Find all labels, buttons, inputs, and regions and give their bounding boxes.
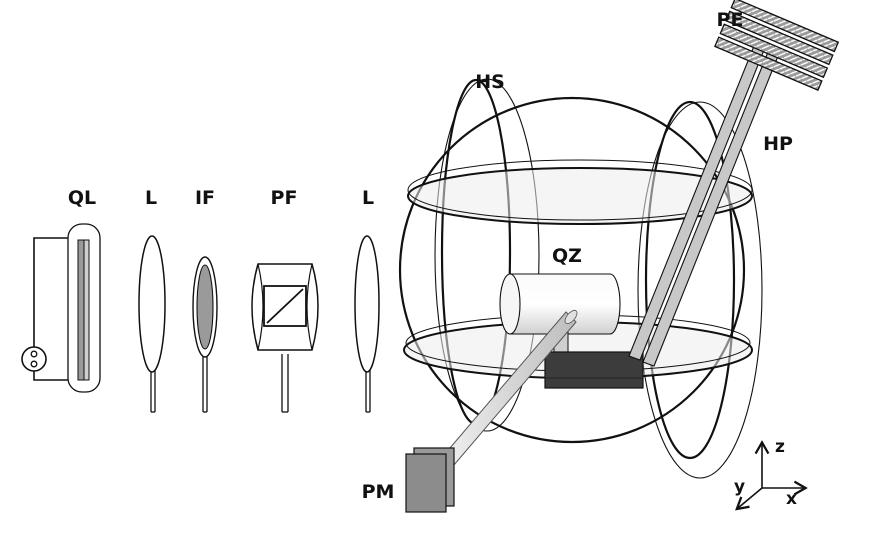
label-pe: PE <box>717 9 744 31</box>
quartz-lamp <box>21 223 101 393</box>
interference-filter <box>192 256 218 413</box>
photomultiplier <box>405 447 455 513</box>
label-lens-1: L <box>145 187 157 209</box>
label-hp: HP <box>763 133 793 155</box>
axis-label-x: x <box>786 489 797 509</box>
label-pf: PF <box>271 187 298 209</box>
heat-pipes <box>628 45 779 367</box>
axis-label-y: y <box>734 477 745 497</box>
peltier-element <box>714 0 840 91</box>
label-qz: QZ <box>552 245 582 267</box>
lens-1 <box>138 235 166 413</box>
label-if: IF <box>195 187 215 209</box>
quartz-cuvette <box>499 273 644 389</box>
polarizing-filter <box>251 263 319 413</box>
power-source-icon <box>21 346 47 372</box>
axis-label-z: z <box>775 437 785 457</box>
label-lens-2: L <box>362 187 374 209</box>
lens-2 <box>354 235 380 413</box>
label-ql: QL <box>68 187 96 209</box>
label-pm: PM <box>362 481 395 503</box>
coordinate-axes <box>735 440 808 511</box>
label-hs: HS <box>475 71 505 93</box>
